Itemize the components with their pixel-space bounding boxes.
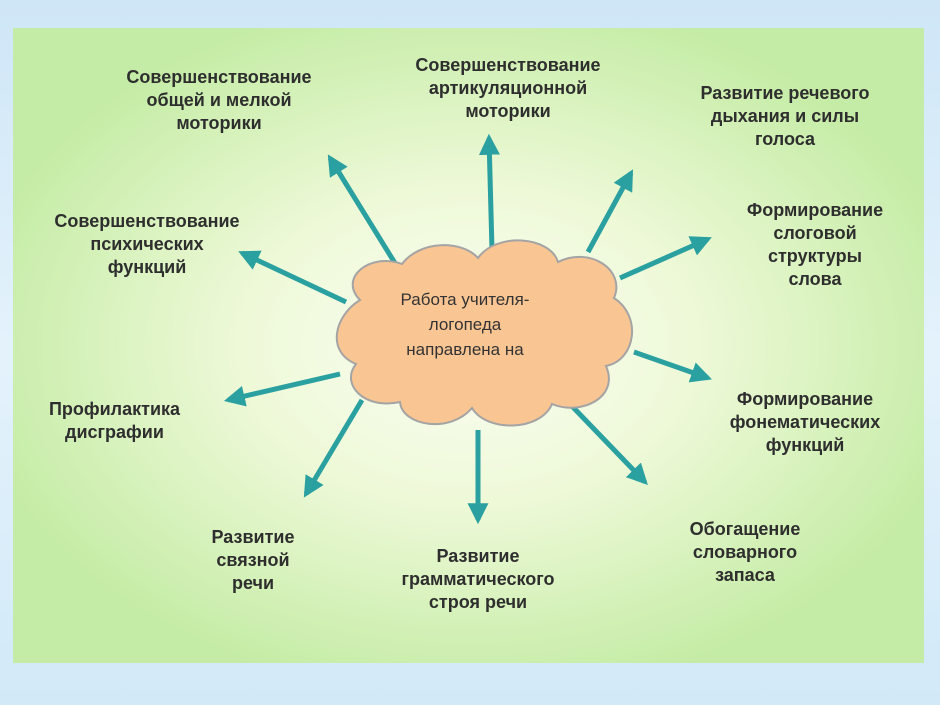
label-line: запаса [715,565,775,585]
label-line: Формирование [746,200,884,220]
label-line: словарного [692,542,798,562]
label-line: слоговой [773,223,857,243]
label-line: фонематических [729,412,881,432]
label-line: связной [216,550,290,570]
label-syllable-structure: Формирование слоговой структуры слова [720,199,910,291]
label-line: функций [107,257,187,277]
label-dysgraphia-prevention: Профилактика дисграфии [27,398,202,444]
arrow-6 [566,400,648,486]
label-line: Формирование [736,389,874,409]
arrow-1 [327,154,401,270]
label-coherent-speech: Развитие связной речи [178,526,328,595]
label-line: моторики [176,113,262,133]
label-line: Развитие речевого [700,83,870,103]
center-label-line: логопеда [428,315,502,334]
arrow-9 [223,371,341,407]
label-line: Профилактика [48,399,181,419]
label-phonemic: Формирование фонематических функций [705,388,905,457]
center-label: Работа учителя- логопеда направлена на [360,287,570,362]
label-line: функций [765,435,845,455]
arrow-2 [478,133,500,251]
label-line: Совершенствование [126,67,312,87]
label-line: Совершенствование [54,211,240,231]
label-line: общей и мелкой [146,90,292,110]
label-line: слова [788,269,842,289]
label-vocabulary: Обогащение словарного запаса [660,518,830,587]
label-line: Совершенствование [415,55,601,75]
arrow-5 [633,349,712,383]
label-line: Обогащение [689,519,801,539]
label-line: Развитие [436,546,520,566]
label-motor-skills: Совершенствование общей и мелкой моторик… [99,66,339,135]
arrow-4 [618,236,712,281]
label-line: грамматического [401,569,555,589]
label-line: речи [231,573,275,593]
label-line: дисграфии [65,422,164,442]
arrow-10 [238,250,348,305]
label-line: артикуляционной [428,78,588,98]
label-line: моторики [465,101,551,121]
label-line: дыхания и силы [710,106,860,126]
label-mental-functions: Совершенствование психических функций [27,210,267,279]
label-line: структуры [767,246,862,266]
center-label-line: направлена на [406,340,524,359]
label-line: психических [90,234,204,254]
arrow-8 [303,398,365,498]
label-breathing: Развитие речевого дыхания и силы голоса [670,82,900,151]
arrow-3 [585,169,634,254]
label-line: голоса [754,129,815,149]
label-grammar: Развитие грамматического строя речи [378,545,578,614]
label-articulation: Совершенствование артикуляционной мотори… [388,54,628,123]
label-line: Развитие [211,527,295,547]
label-line: строя речи [428,592,528,612]
center-label-line: Работа учителя- [400,290,530,309]
center-cloud [335,239,634,427]
